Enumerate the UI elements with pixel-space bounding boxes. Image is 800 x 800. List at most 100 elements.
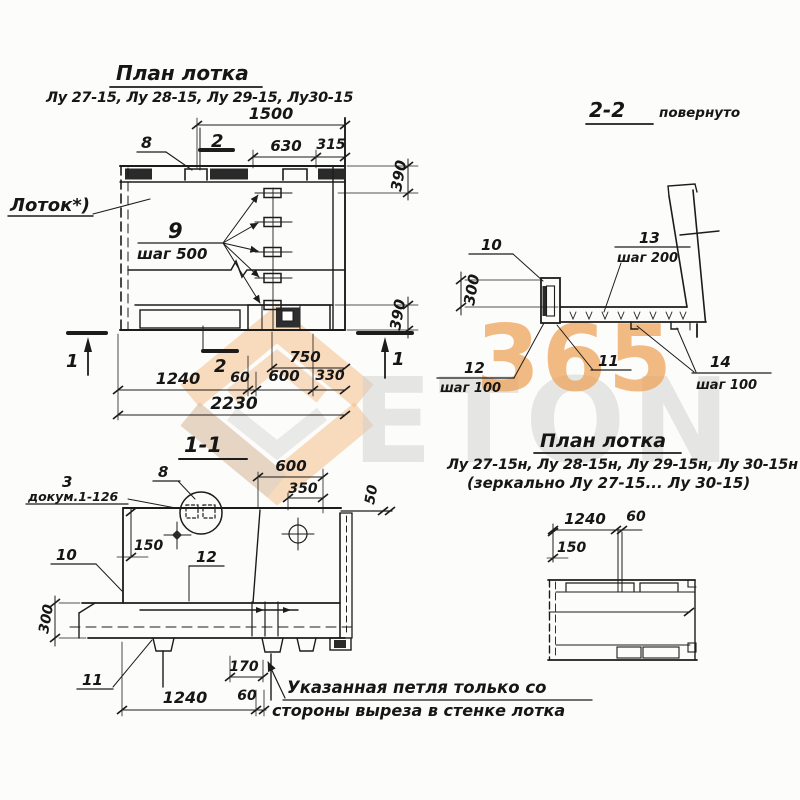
dim-60: 60	[230, 370, 250, 386]
pos14-callout: 14 шаг 100	[636, 325, 772, 393]
section-2-2-title: 2-2	[589, 98, 625, 122]
section-1-mark: 1	[392, 349, 405, 370]
watermark-logo-chevron-top-inner	[226, 349, 328, 403]
dim-300: 300	[36, 603, 57, 635]
wall-rebar-tick	[679, 230, 720, 236]
anchor-insert	[281, 310, 294, 322]
pos12-callout: 12 шаг 100	[436, 322, 545, 396]
dim-chain-11: 1240 60	[116, 641, 270, 717]
pos12-step-label: шаг 100	[440, 381, 501, 396]
dim-300-group-11: 300	[36, 595, 87, 647]
pos11-label: 11	[598, 352, 619, 370]
dim-350: 350	[288, 481, 317, 497]
plan-bottom-block	[547, 579, 698, 661]
loop-detail-circle	[179, 491, 223, 535]
pos10-callout: 10	[468, 236, 544, 282]
section-2-2-rotated-note: повернуто	[659, 105, 740, 121]
watermark-logo-chevron-bottom	[180, 402, 374, 506]
dim-1240: 1240	[156, 369, 201, 388]
rebar-arrow	[283, 607, 291, 613]
pos8-callout-11: 8	[152, 463, 196, 500]
pos8-label: 8	[141, 133, 152, 152]
note: Указанная петля только со стороны выреза…	[267, 661, 593, 720]
wall-hatch-segment	[210, 168, 248, 180]
dim-630: 630	[270, 137, 301, 155]
dim-390-bottom: 390	[386, 298, 409, 332]
wall-top-cap	[667, 183, 698, 197]
section-flag-1-left: 1	[66, 331, 108, 376]
pos9-step-label: шаг 500	[137, 245, 207, 263]
dim-750: 750	[289, 348, 320, 366]
plan-top-subtitle: Лу 27-15, Лу 28-15, Лу 29-15, Лу30-15	[45, 90, 353, 106]
pos13-label: 13	[639, 229, 660, 247]
tray-label: Лоток*)	[9, 195, 90, 216]
dim-1240: 1240	[163, 688, 208, 707]
pos14-step-label: шаг 100	[696, 378, 757, 393]
tray-top-wall	[119, 165, 346, 183]
dim-60: 60	[237, 688, 257, 704]
note-line1: Указанная петля только со	[287, 678, 546, 697]
plan-bottom-view: План лотка Лу 27-15н, Лу 28-15н, Лу 29-1…	[446, 430, 798, 661]
lifting-loop-symbol	[184, 168, 208, 181]
channel-wall-hatch	[542, 286, 546, 316]
dim-315: 315	[316, 137, 345, 153]
dim-330: 330	[315, 368, 344, 384]
dim-50: 50	[362, 483, 381, 505]
plan-bottom-subtitle2: (зеркально Лу 27-15... Лу 30-15)	[467, 474, 750, 492]
pos3-callout: 3 докум.1-126	[25, 473, 182, 510]
pos11-callout: 11	[556, 324, 632, 371]
pos12-label: 12	[196, 548, 217, 566]
dim-1500: 1500	[249, 104, 294, 123]
loop-symbol	[565, 582, 635, 592]
plan-top-view: План лотка Лу 27-15, Лу 28-15, Лу 29-15,…	[7, 61, 419, 421]
break-line	[127, 259, 346, 279]
pos12-label: 12	[464, 359, 485, 377]
dim-600-350-group: 600 350	[252, 457, 329, 514]
plan-bottom-subtitle: Лу 27-15н, Лу 28-15н, Лу 29-15н, Лу 30-1…	[446, 457, 798, 473]
section-1-mark: 1	[66, 351, 79, 372]
plan-top-title: План лотка	[116, 61, 249, 85]
dim-170: 170	[229, 659, 258, 675]
section-flag-2-bottom: 2	[201, 325, 239, 377]
section-1-1-view: 1-1 50	[25, 433, 396, 717]
loop-symbol	[639, 582, 679, 592]
watermark-letters: ETON	[352, 352, 736, 490]
rebar-arrow	[256, 607, 264, 613]
pos13-step-label: шаг 200	[617, 251, 678, 266]
plan-bottom-title: План лотка	[540, 430, 666, 452]
pos12-callout-11: 12	[188, 548, 225, 602]
tray-callout: Лоток*)	[7, 195, 151, 217]
rebar-hooks	[630, 321, 679, 330]
corner-notch	[687, 642, 697, 653]
pos3-label: 3	[62, 473, 72, 491]
dim-390-top: 390	[387, 159, 410, 193]
section-2-2-view: 2-2 повернуто 300 10	[436, 98, 772, 396]
pos8-label: 8	[158, 463, 168, 481]
dim-170-group: 170	[224, 655, 269, 683]
dim-600: 600	[268, 367, 299, 385]
wall-foot-hatch	[334, 640, 346, 648]
dim-150: 150	[134, 538, 163, 554]
pos10-callout-11: 10	[50, 546, 123, 592]
section-arrow	[381, 337, 389, 352]
pos3-doc-label: докум.1-126	[27, 489, 119, 504]
loop-dashed-detail	[202, 504, 216, 519]
section-2-mark: 2	[211, 131, 224, 152]
watermark-logo-chevron-bottom-inner	[227, 407, 327, 461]
dim-1240: 1240	[564, 510, 606, 528]
section-2-mark: 2	[214, 356, 227, 377]
section-flag-2-top: 2	[198, 127, 235, 171]
center-mark	[172, 530, 182, 540]
lifting-loop-symbol	[282, 168, 308, 181]
slab-rebar-ticks	[569, 311, 687, 321]
pos8-callout: 8	[136, 133, 193, 171]
pos9-label: 9	[168, 219, 183, 243]
dim-150: 150	[557, 540, 586, 556]
pos10-label: 10	[56, 546, 77, 564]
wall-hatch-segment	[318, 168, 344, 180]
dim-300: 300	[460, 273, 483, 307]
note-line2: стороны выреза в стенке лотка	[272, 701, 565, 720]
section-2-2-dim-300: 300	[455, 271, 559, 316]
